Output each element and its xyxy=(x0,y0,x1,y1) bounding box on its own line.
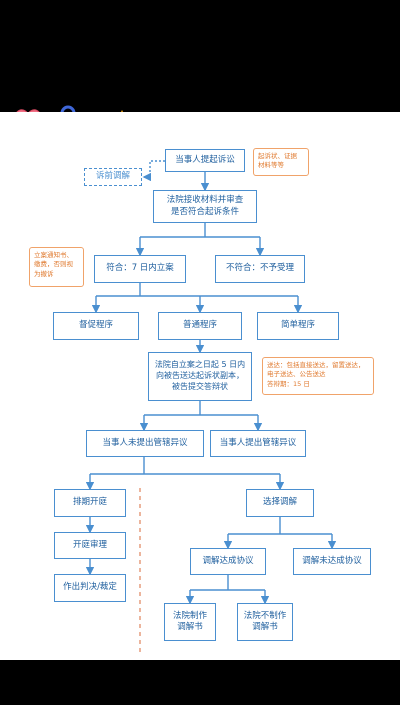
node-supervise: 督促程序 xyxy=(53,312,139,340)
note-materials: 起诉状、证据 材料等等 xyxy=(253,148,309,176)
flowchart-sheet: 当事人提起诉讼 诉前调解 法院接收材料并审查 是否符合起诉条件 符合：7 日内立… xyxy=(0,112,400,660)
node-pre-mediation: 诉前调解 xyxy=(84,168,142,186)
node-simple: 简单程序 xyxy=(257,312,339,340)
flow-connectors xyxy=(85,160,337,652)
node-no-agreement: 调解未达成协议 xyxy=(293,548,371,575)
node-ordinary: 普通程序 xyxy=(158,312,242,340)
node-make-doc: 法院制作 调解书 xyxy=(164,603,216,641)
note-filing: 立案通知书、 缴费，否则视 为撤诉 xyxy=(29,247,84,287)
node-trial: 开庭审理 xyxy=(54,532,126,559)
node-judgment: 作出判决/裁定 xyxy=(54,574,126,602)
node-schedule: 排期开庭 xyxy=(54,489,126,517)
node-agreement: 调解达成协议 xyxy=(190,548,266,575)
node-accept: 符合：7 日内立案 xyxy=(94,255,186,283)
node-no-objection: 当事人未提出管辖异议 xyxy=(86,430,204,457)
node-service: 法院自立案之日起 5 日内 向被告送达起诉状副本， 被告提交答辩状 xyxy=(148,352,252,401)
node-reject: 不符合：不予受理 xyxy=(215,255,305,283)
node-objection: 当事人提出管辖异议 xyxy=(210,430,306,457)
note-delivery: 送达：包括直接送达，留置送达， 电子送达、公告送达 答辩期：15 日 xyxy=(262,357,374,395)
node-no-doc: 法院不制作 调解书 xyxy=(237,603,293,641)
node-start: 当事人提起诉讼 xyxy=(165,149,245,172)
node-choose-mediation: 选择调解 xyxy=(246,489,314,517)
node-review: 法院接收材料并审查 是否符合起诉条件 xyxy=(153,190,257,223)
